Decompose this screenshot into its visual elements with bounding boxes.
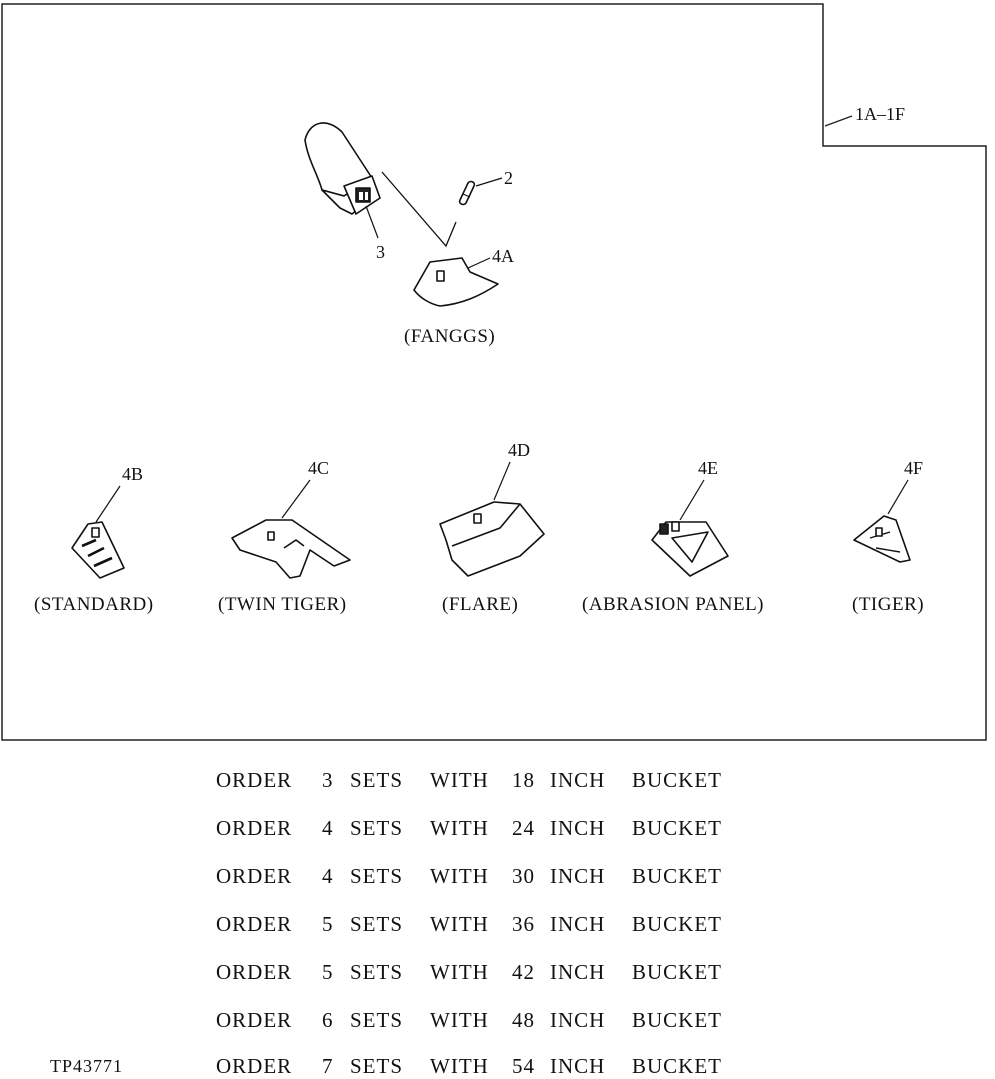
set-count: 5 [322,912,334,936]
bucket-word: BUCKET [632,912,722,936]
callout-4F: 4F [904,458,923,478]
sets-word: SETS [350,960,404,984]
figure-id: TP43771 [50,1056,124,1076]
callout-4A-leader [467,257,491,269]
callout-4E: 4E [698,458,718,478]
order-word: ORDER [216,960,293,984]
callout-4C-leader [281,479,311,519]
callout-2: 2 [504,168,513,188]
abrasion-panel-illustration [651,521,729,577]
with-word: WITH [430,864,489,888]
with-word: WITH [430,912,489,936]
twin-tiger-tooth-illustration [231,519,351,579]
bucket-word: BUCKET [632,960,722,984]
tooth-assembly-illustration [304,122,381,215]
with-word: WITH [430,960,489,984]
callout-4B: 4B [122,464,143,484]
set-count: 4 [322,816,334,840]
sets-word: SETS [350,816,404,840]
with-word: WITH [430,768,489,792]
label-standard: (STANDARD) [34,594,154,615]
bucket-size: 24 [512,816,535,840]
bucket-size: 36 [512,912,535,936]
callout-4D: 4D [508,440,530,460]
bucket-word: BUCKET [632,768,722,792]
callout-3-leader [365,205,379,239]
with-word: WITH [430,816,489,840]
callout-3: 3 [376,242,385,262]
with-word: WITH [430,1054,489,1078]
pin-illustration [458,180,476,206]
label-fanggs: (FANGGS) [404,326,495,347]
callout-4C: 4C [308,458,329,478]
sets-word: SETS [350,1054,404,1078]
inch-word: INCH [550,912,606,936]
callout-4F-leader [887,479,909,515]
tiger-tooth-illustration [853,515,911,563]
set-count: 4 [322,864,334,888]
standard-tooth-illustration [71,521,125,579]
set-count: 6 [322,1008,334,1032]
bucket-size: 54 [512,1054,535,1078]
figure-border [1,3,987,741]
callout-4A: 4A [492,246,514,266]
bucket-size: 18 [512,768,535,792]
callout-2-leader [475,177,503,187]
sets-word: SETS [350,864,404,888]
order-word: ORDER [216,864,293,888]
reference-leader [824,115,853,127]
bucket-word: BUCKET [632,816,722,840]
order-word: ORDER [216,912,293,936]
bucket-size: 30 [512,864,535,888]
order-word: ORDER [216,1008,293,1032]
sets-word: SETS [350,1008,404,1032]
set-count: 3 [322,768,334,792]
inch-word: INCH [550,816,606,840]
callout-4B-leader [95,485,121,523]
bucket-word: BUCKET [632,864,722,888]
with-word: WITH [430,1008,489,1032]
label-twin-tiger: (TWIN TIGER) [218,594,347,615]
set-count: 7 [322,1054,334,1078]
bucket-word: BUCKET [632,1054,722,1078]
label-tiger: (TIGER) [852,594,924,615]
bucket-size: 48 [512,1008,535,1032]
fanggs-tooth-illustration [413,257,499,307]
inch-word: INCH [550,1054,606,1078]
set-count: 5 [322,960,334,984]
order-word: ORDER [216,816,293,840]
bucket-size: 42 [512,960,535,984]
callout-4E-leader [679,479,705,521]
flare-tooth-illustration [439,501,545,577]
order-word: ORDER [216,1054,293,1078]
sets-word: SETS [350,768,404,792]
sets-word: SETS [350,912,404,936]
order-word: ORDER [216,768,293,792]
inch-word: INCH [550,768,606,792]
label-abrasion-panel: (ABRASION PANEL) [582,594,764,615]
callout-4D-leader [493,461,511,501]
assembly-leader [381,171,457,248]
reference-label: 1A–1F [855,104,905,124]
bucket-word: BUCKET [632,1008,722,1032]
label-flare: (FLARE) [442,594,518,615]
parts-diagram: 1A–1F 2 3 4A (FANGGS) 4B (STANDARD) [1,3,987,741]
inch-word: INCH [550,864,606,888]
inch-word: INCH [550,1008,606,1032]
inch-word: INCH [550,960,606,984]
